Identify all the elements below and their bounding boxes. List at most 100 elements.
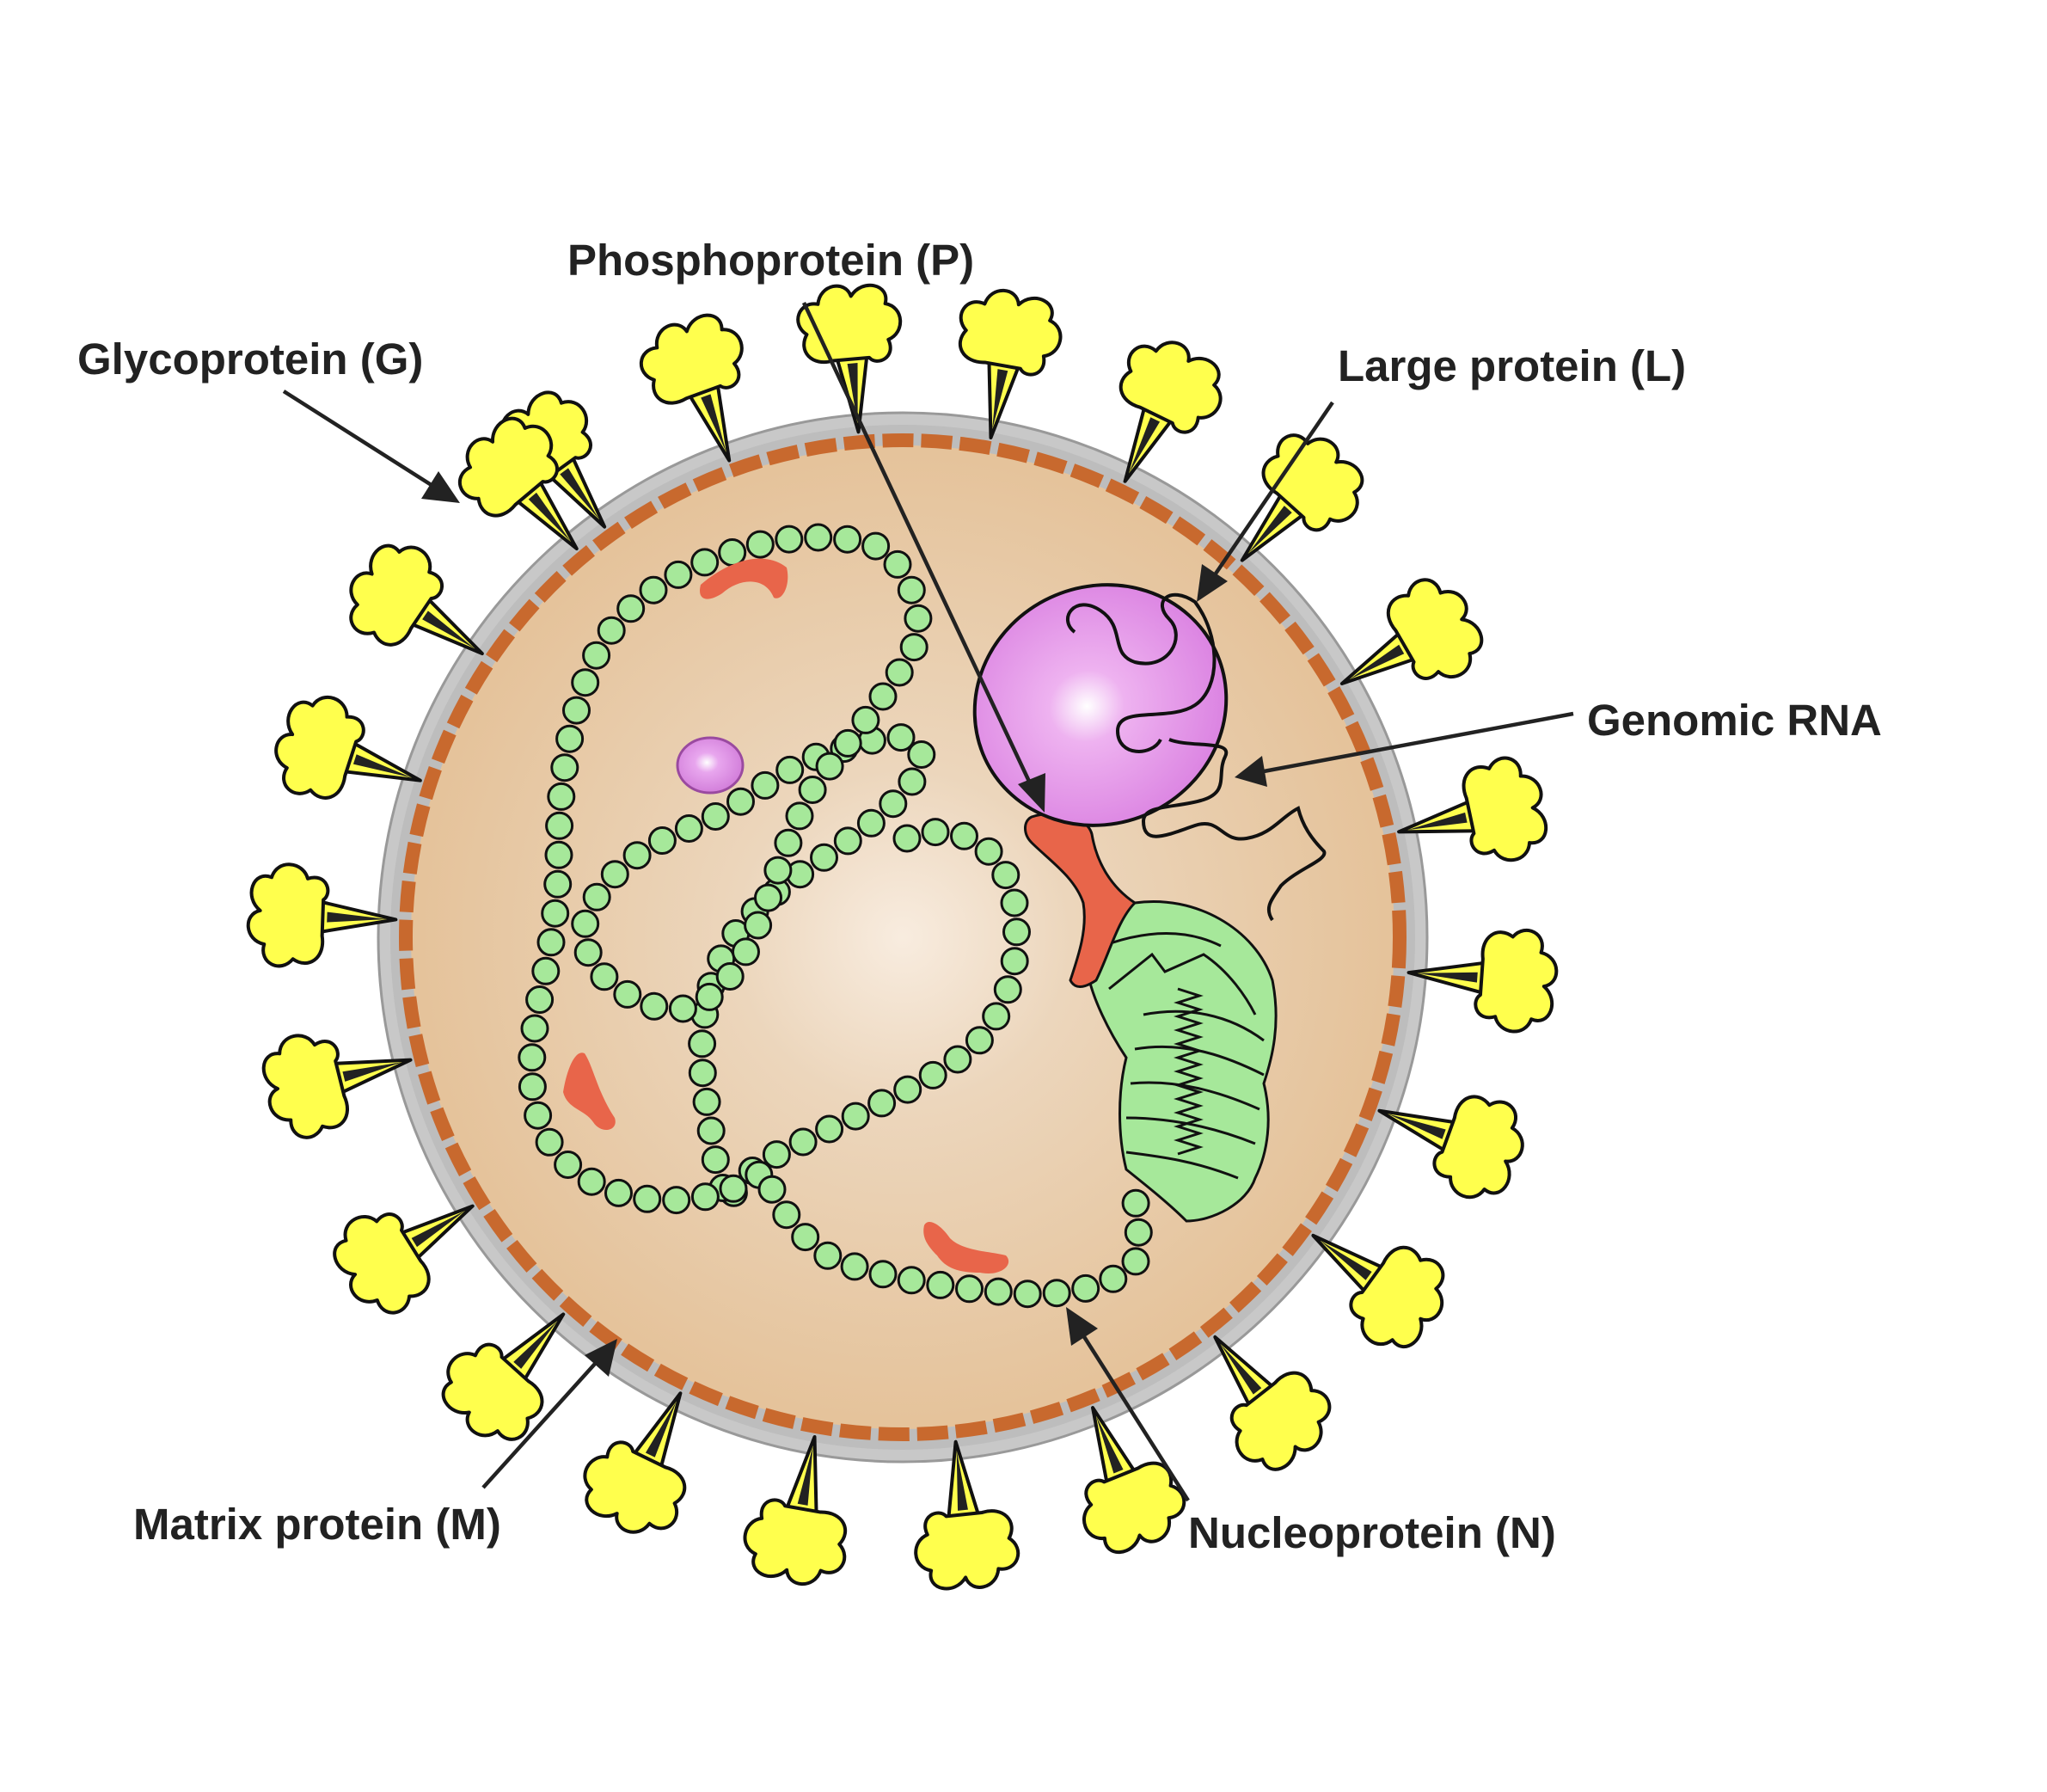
- nucleoprotein-bead: [719, 1174, 748, 1203]
- nucleoprotein-label: Nucleoprotein (N): [1188, 1508, 1556, 1557]
- nucleoprotein-bead: [541, 899, 570, 928]
- nucleoprotein-bead: [893, 1075, 922, 1104]
- nucleoprotein-bead: [788, 1127, 818, 1157]
- nucleocapsid-chain: [518, 523, 1153, 1309]
- nucleoprotein-bead: [536, 928, 566, 957]
- nucleoprotein-bead: [690, 548, 720, 577]
- nucleoprotein-bead: [573, 938, 603, 967]
- nucleoprotein-bead: [815, 752, 844, 781]
- nucleoprotein-bead: [1013, 1280, 1042, 1309]
- nucleoprotein-bead: [696, 1116, 726, 1145]
- nucleoprotein-bead: [751, 770, 780, 800]
- nucleoprotein-bead: [851, 705, 880, 734]
- nucleoprotein-bead: [833, 728, 862, 758]
- nucleoprotein-bead: [597, 616, 626, 645]
- glycoprotein-label: Glycoprotein (G): [77, 334, 423, 384]
- nucleoprotein-bead: [600, 860, 629, 889]
- nucleoprotein-bead: [550, 753, 579, 782]
- nucleoprotein-bead: [613, 979, 642, 1009]
- nucleoprotein-bead: [885, 658, 914, 687]
- nucleoprotein-bead: [841, 1102, 870, 1131]
- nucleoprotein-bead: [547, 782, 576, 811]
- nucleoprotein-bead: [1124, 1218, 1153, 1247]
- nucleoprotein-bead: [926, 1270, 955, 1299]
- nucleoprotein-bead: [897, 1266, 926, 1295]
- nucleoprotein-bead: [775, 755, 805, 784]
- nucleoprotein-bead: [798, 776, 827, 804]
- nucleoprotein-bead: [955, 1274, 984, 1304]
- nucleoprotein-bead: [833, 826, 862, 856]
- nucleoprotein-bead: [1002, 917, 1031, 947]
- nucleoprotein-bead: [525, 985, 555, 1014]
- nucleoprotein-bead: [774, 828, 803, 857]
- nucleoprotein-bead: [701, 1145, 730, 1175]
- nucleoprotein-bead: [804, 523, 833, 552]
- nucleoprotein-bead: [571, 909, 600, 938]
- nucleoprotein-bead: [754, 883, 782, 912]
- nucleoprotein-bead: [861, 531, 891, 561]
- nucleoprotein-bead: [688, 1059, 717, 1088]
- nucleoprotein-bead: [616, 594, 646, 623]
- nucleoprotein-bead: [582, 882, 611, 911]
- nucleoprotein-bead: [545, 811, 574, 840]
- nucleoprotein-bead: [524, 1101, 553, 1130]
- nucleoprotein-bead: [892, 824, 922, 853]
- nucleoprotein-bead: [674, 814, 703, 843]
- large-protein-arrow: [1197, 401, 1334, 602]
- nucleoprotein-bead: [692, 1087, 721, 1116]
- nucleoprotein-bead: [775, 525, 804, 554]
- nucleoprotein-bead: [921, 818, 950, 847]
- nucleoprotein-bead: [668, 994, 697, 1023]
- nucleoprotein-bead: [531, 956, 561, 985]
- nucleoprotein-bead: [577, 1167, 606, 1196]
- large-protein-label: Large protein (L): [1338, 341, 1686, 390]
- nucleoprotein-bead: [965, 1026, 994, 1055]
- phosphoprotein-arrow: [801, 302, 1045, 813]
- phosphoprotein-fragments: [563, 558, 1009, 1273]
- nucleoprotein-bead: [982, 1002, 1011, 1031]
- phosphoprotein-connector: [1024, 812, 1137, 988]
- coiled-nucleocapsid: [1086, 900, 1278, 1223]
- nucleoprotein-bead: [886, 723, 916, 752]
- nucleoprotein-bead: [763, 856, 793, 885]
- genomic-rna-arrow: [1235, 711, 1574, 787]
- nucleoprotein-bead: [1000, 888, 1029, 917]
- nucleoprotein-bead: [950, 821, 978, 850]
- nucleoprotein-bead: [1099, 1264, 1128, 1293]
- nucleoprotein-bead: [815, 1114, 844, 1144]
- nucleoprotein-bead: [813, 1241, 843, 1270]
- nucleoprotein-bead: [883, 549, 912, 579]
- nucleoprotein-bead: [785, 801, 814, 831]
- nucleoprotein-bead: [518, 1072, 547, 1102]
- matrix-protein-label: Matrix protein (M): [133, 1500, 501, 1549]
- nucleoprotein-bead: [868, 1260, 898, 1289]
- nucleoprotein-bead: [726, 787, 755, 816]
- nucleoprotein-bead: [943, 1045, 972, 1074]
- nucleoprotein-bead: [991, 861, 1020, 890]
- nucleoprotein-bead: [810, 843, 838, 872]
- nucleoprotein-bead: [856, 808, 886, 838]
- nucleoprotein-bead: [640, 991, 669, 1021]
- nucleoprotein-bead: [562, 696, 591, 725]
- nucleoprotein-bead: [984, 1277, 1013, 1306]
- nucleoprotein-bead: [762, 1140, 791, 1169]
- nucleoprotein-bead: [879, 789, 908, 819]
- nucleoprotein-arrow: [1066, 1307, 1190, 1502]
- nucleoprotein-bead: [518, 1043, 547, 1072]
- nucleoprotein-bead: [535, 1127, 564, 1157]
- nucleoprotein-bead: [1000, 947, 1029, 976]
- nucleoprotein-bead: [833, 525, 862, 554]
- nucleoprotein-bead: [1121, 1188, 1150, 1218]
- nucleoprotein-bead: [571, 668, 600, 697]
- nucleoprotein-bead: [974, 837, 1003, 866]
- nucleoprotein-bead: [732, 937, 760, 967]
- nucleoprotein-bead: [555, 724, 585, 753]
- nucleoprotein-bead: [840, 1252, 869, 1281]
- nucleoprotein-bead: [745, 530, 775, 559]
- nucleoprotein-bead: [897, 575, 926, 604]
- nucleoprotein-bead: [647, 826, 677, 855]
- nucleoprotein-bead: [688, 1029, 717, 1059]
- nucleoprotein-bead: [543, 869, 573, 899]
- nucleoprotein-bead: [590, 962, 619, 991]
- nucleoprotein-bead: [1121, 1247, 1150, 1276]
